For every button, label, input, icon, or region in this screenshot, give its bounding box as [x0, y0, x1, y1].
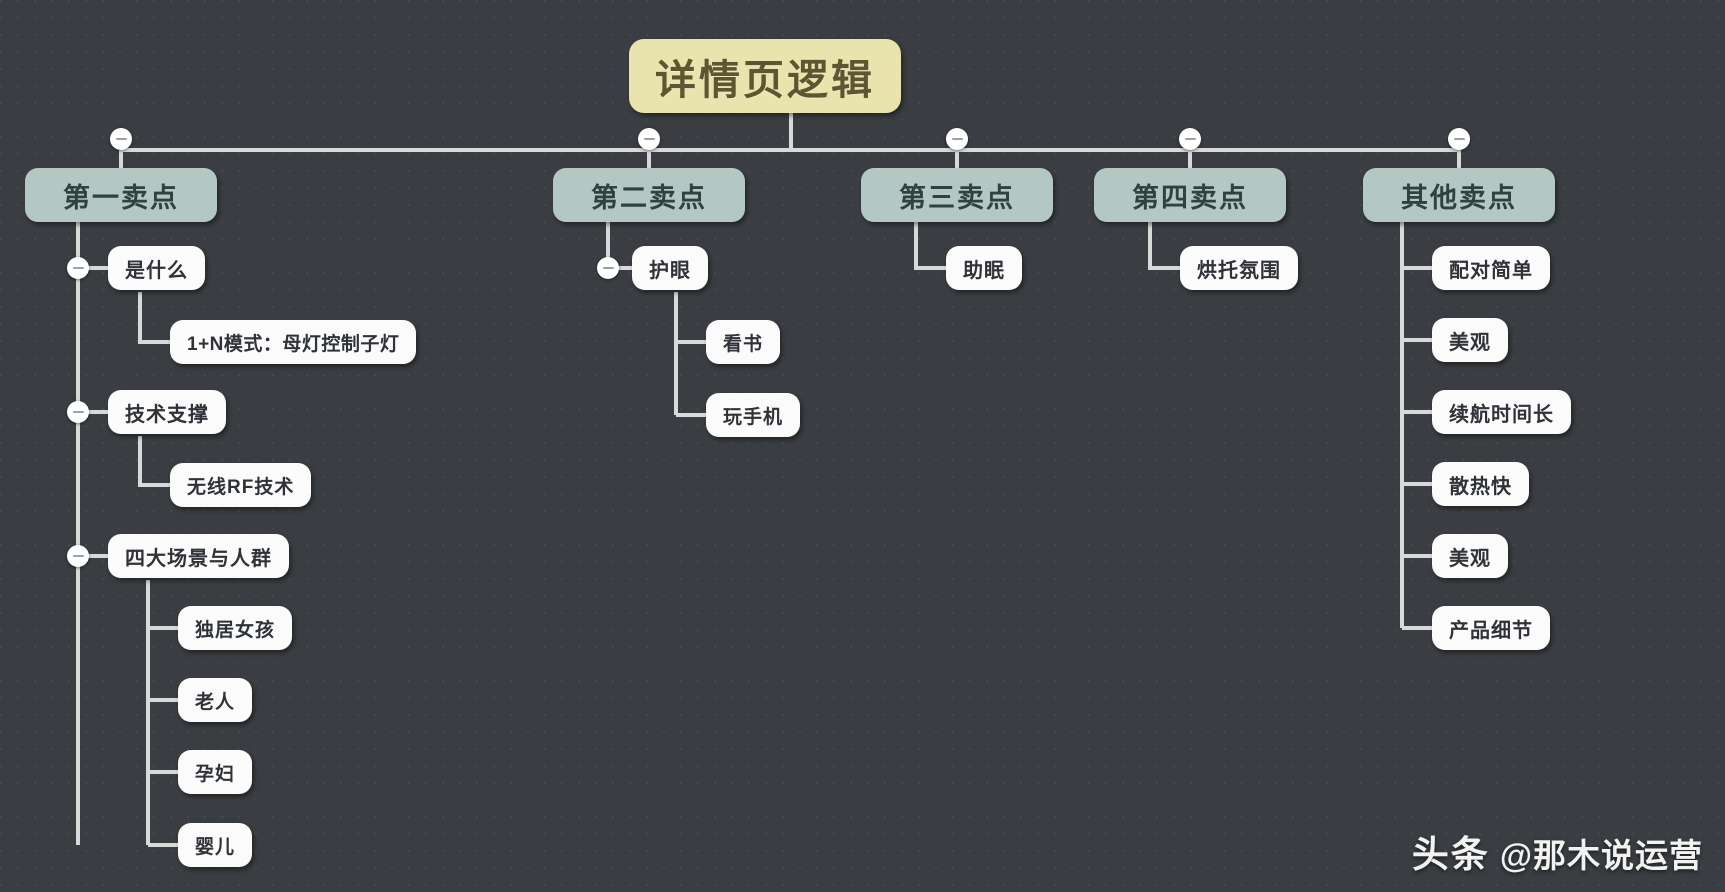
branch-node-1-label: 第一卖点	[63, 182, 179, 213]
branch-node-5-label: 其他卖点	[1401, 182, 1517, 213]
node-tech-support-label: 技术支撑	[125, 403, 209, 426]
node-fast-heat-dissipation[interactable]: 散热快	[1432, 462, 1529, 506]
collapse-toggle-tech-support[interactable]	[67, 401, 89, 423]
branch-node-2[interactable]: 第二卖点	[553, 168, 745, 222]
node-baby[interactable]: 婴儿	[178, 823, 253, 867]
branch-node-4-label: 第四卖点	[1132, 182, 1248, 213]
watermark: 头条 @那木说运营	[1412, 824, 1703, 878]
branch-node-3[interactable]: 第三卖点	[861, 168, 1053, 222]
node-girls-living-alone-label: 独居女孩	[195, 619, 276, 641]
node-product-details[interactable]: 产品细节	[1432, 606, 1550, 650]
node-aesthetic-1[interactable]: 美观	[1432, 318, 1508, 362]
branch-node-3-label: 第三卖点	[899, 182, 1015, 213]
node-what-is-it-label: 是什么	[125, 259, 188, 282]
node-sleep-aid-label: 助眠	[963, 259, 1005, 282]
node-aesthetic-2[interactable]: 美观	[1432, 534, 1508, 578]
node-four-scenarios-label: 四大场景与人群	[125, 547, 272, 570]
node-sleep-aid[interactable]: 助眠	[946, 246, 1022, 290]
node-one-plus-n-mode[interactable]: 1+N模式：母灯控制子灯	[170, 320, 417, 364]
branch-node-2-label: 第二卖点	[591, 182, 707, 213]
node-ambience[interactable]: 烘托氛围	[1180, 246, 1298, 290]
collapse-toggle-what-is-it[interactable]	[67, 257, 89, 279]
node-fast-heat-dissipation-label: 散热快	[1449, 475, 1512, 498]
watermark-handle: @那木说运营	[1499, 837, 1703, 874]
node-phone-use-label: 玩手机	[723, 406, 784, 428]
collapse-toggle-branch-5[interactable]	[1448, 128, 1470, 150]
node-elderly-label: 老人	[195, 691, 236, 713]
node-ambience-label: 烘托氛围	[1197, 259, 1281, 282]
collapse-toggle-branch-2[interactable]	[638, 128, 660, 150]
node-aesthetic-1-label: 美观	[1449, 331, 1491, 354]
node-eye-protection-label: 护眼	[649, 259, 691, 282]
collapse-toggle-branch-1[interactable]	[110, 128, 132, 150]
node-baby-label: 婴儿	[195, 836, 236, 858]
node-girls-living-alone[interactable]: 独居女孩	[178, 606, 293, 650]
watermark-logo: 头条	[1411, 834, 1490, 875]
branch-node-1[interactable]: 第一卖点	[25, 168, 217, 222]
node-wireless-rf[interactable]: 无线RF技术	[170, 463, 312, 507]
node-product-details-label: 产品细节	[1449, 619, 1533, 642]
node-phone-use[interactable]: 玩手机	[706, 393, 801, 437]
node-tech-support[interactable]: 技术支撑	[108, 390, 226, 434]
root-node-label: 详情页逻辑	[655, 57, 875, 103]
node-elderly[interactable]: 老人	[178, 678, 253, 722]
node-four-scenarios[interactable]: 四大场景与人群	[108, 534, 289, 578]
node-reading-label: 看书	[723, 333, 764, 355]
node-one-plus-n-mode-label: 1+N模式：母灯控制子灯	[187, 333, 400, 355]
node-pregnant-women[interactable]: 孕妇	[178, 750, 253, 794]
collapse-toggle-eye-protection[interactable]	[597, 257, 619, 279]
branch-node-5[interactable]: 其他卖点	[1363, 168, 1555, 222]
node-aesthetic-2-label: 美观	[1449, 547, 1491, 570]
branch-node-4[interactable]: 第四卖点	[1094, 168, 1286, 222]
node-long-battery-life-label: 续航时间长	[1449, 403, 1554, 426]
collapse-toggle-branch-3[interactable]	[946, 128, 968, 150]
node-pregnant-women-label: 孕妇	[195, 763, 236, 785]
node-wireless-rf-label: 无线RF技术	[187, 476, 295, 498]
root-node[interactable]: 详情页逻辑	[629, 39, 901, 113]
node-long-battery-life[interactable]: 续航时间长	[1432, 390, 1571, 434]
collapse-toggle-four-scenarios[interactable]	[67, 545, 89, 567]
node-eye-protection[interactable]: 护眼	[632, 246, 708, 290]
collapse-toggle-branch-4[interactable]	[1179, 128, 1201, 150]
node-what-is-it[interactable]: 是什么	[108, 246, 205, 290]
node-easy-pairing-label: 配对简单	[1449, 259, 1533, 282]
node-reading[interactable]: 看书	[706, 320, 781, 364]
node-easy-pairing[interactable]: 配对简单	[1432, 246, 1550, 290]
